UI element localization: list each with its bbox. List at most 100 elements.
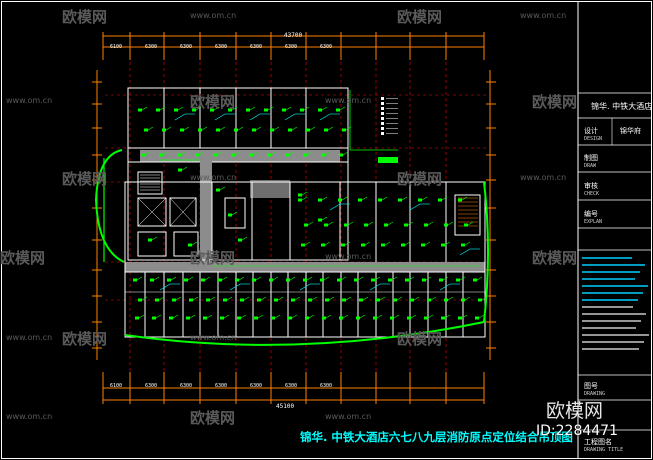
fire-leader	[374, 276, 381, 281]
fire-leader	[323, 276, 330, 281]
fire-point	[338, 198, 342, 202]
fire-point	[424, 223, 428, 227]
fire-leader	[342, 151, 349, 156]
fire-point	[172, 298, 176, 302]
fire-point	[180, 128, 184, 132]
dim-top-total: 43700	[284, 32, 303, 39]
fire-leader	[341, 196, 348, 201]
fire-leader	[141, 106, 148, 111]
fire-point	[356, 316, 360, 320]
fire-point	[240, 298, 244, 302]
fire-leader	[159, 106, 166, 111]
fire-leader	[206, 314, 213, 319]
stair-core	[137, 171, 163, 195]
fire-leader	[153, 276, 160, 281]
fire-leader	[183, 126, 190, 131]
fire-point	[267, 153, 271, 157]
dim-label-bottom: 6100	[110, 383, 123, 389]
ceiling-leader	[174, 113, 186, 121]
fire-leader	[191, 241, 198, 246]
fire-leader	[447, 296, 454, 301]
fire-point	[390, 316, 394, 320]
fire-point	[252, 128, 256, 132]
fire-leader	[327, 126, 334, 131]
fire-leader	[467, 221, 474, 226]
ceiling-leader	[439, 283, 451, 291]
fire-leader	[301, 191, 308, 196]
tb-draw-en: DRAW	[584, 163, 597, 169]
fire-point	[393, 298, 397, 302]
fire-point	[210, 108, 214, 112]
fire-point	[361, 243, 365, 247]
fire-point	[254, 316, 258, 320]
legend-symbol	[381, 97, 384, 100]
fire-point	[456, 278, 460, 282]
fire-point	[342, 298, 346, 302]
fire-point	[421, 243, 425, 247]
fire-leader	[158, 296, 165, 301]
fire-leader	[195, 106, 202, 111]
elevator-cross	[169, 197, 197, 227]
fire-point	[144, 128, 148, 132]
fire-points	[94, 90, 489, 346]
fire-point	[216, 188, 220, 192]
fire-point	[303, 278, 307, 282]
fire-leader	[476, 276, 483, 281]
fire-leader	[180, 151, 187, 156]
fire-point	[341, 243, 345, 247]
fire-leader	[427, 314, 434, 319]
fire-point	[138, 298, 142, 302]
fire-point	[177, 153, 181, 157]
fire-point	[223, 298, 227, 302]
fire-leader	[272, 276, 279, 281]
fire-leader	[138, 314, 145, 319]
ceiling-leader	[159, 283, 171, 291]
corridor-upper	[140, 150, 340, 162]
fire-leader	[151, 236, 158, 241]
tb-design-en: DESIGN	[584, 136, 603, 142]
fire-leader	[288, 151, 295, 156]
fire-point	[342, 128, 346, 132]
fire-point	[189, 298, 193, 302]
ceiling-leader	[459, 248, 471, 256]
fire-point	[178, 168, 182, 172]
fire-point	[458, 198, 462, 202]
dim-label-bottom: 6300	[285, 383, 298, 389]
fire-point	[298, 193, 302, 197]
fire-leader	[181, 166, 188, 171]
legend-fire-symbol	[378, 157, 398, 163]
building-walls	[124, 87, 486, 338]
tb-drawing-no-label: 图号	[584, 382, 598, 390]
fire-point	[388, 278, 392, 282]
fire-point	[188, 243, 192, 247]
fire-leader	[342, 314, 349, 319]
service-room	[211, 181, 253, 261]
fire-point	[354, 278, 358, 282]
fire-point	[218, 278, 222, 282]
fire-leader	[339, 106, 346, 111]
fire-point	[298, 198, 302, 202]
fire-leader	[321, 196, 328, 201]
fire-point	[184, 278, 188, 282]
fire-leader	[306, 276, 313, 281]
fire-point	[288, 128, 292, 132]
legend-symbol	[381, 107, 384, 110]
shaft-room	[224, 197, 246, 229]
fire-point	[378, 198, 382, 202]
tb-title-label: 工程图名	[584, 438, 612, 446]
fire-point	[152, 316, 156, 320]
fire-leader	[396, 296, 403, 301]
fire-point	[339, 316, 343, 320]
fire-leader	[364, 241, 371, 246]
fire-leader	[274, 314, 281, 319]
fire-leader	[219, 126, 226, 131]
fire-point	[320, 278, 324, 282]
fire-point	[322, 316, 326, 320]
fire-leader	[427, 221, 434, 226]
fire-leader	[249, 106, 256, 111]
fire-point	[274, 298, 278, 302]
fire-point	[376, 298, 380, 302]
fire-leader	[478, 314, 485, 319]
dim-label-top: 6300	[320, 44, 333, 50]
